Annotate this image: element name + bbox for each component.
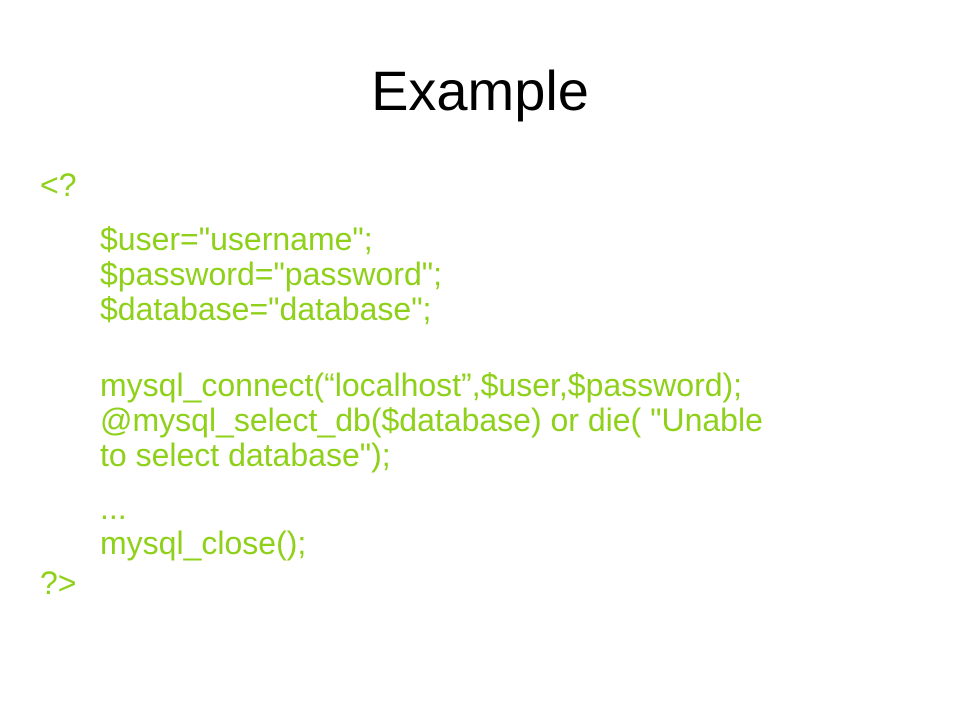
code-line-open-tag: <?	[40, 167, 77, 203]
code-line-select-db-cont: to select database");	[100, 437, 391, 473]
code-line-user: $user="username";	[100, 221, 373, 257]
code-line-connect: mysql_connect(“localhost”,$user,$passwor…	[100, 367, 743, 403]
code-line-database: $database="database";	[100, 291, 432, 327]
code-line-ellipsis: ...	[100, 490, 127, 526]
code-line-select-db: @mysql_select_db($database) or die( "Una…	[100, 402, 763, 438]
slide-title: Example	[371, 59, 589, 122]
code-line-close: mysql_close();	[100, 525, 307, 561]
code-line-close-tag: ?>	[40, 565, 77, 601]
code-line-password: $password="password";	[100, 256, 442, 292]
